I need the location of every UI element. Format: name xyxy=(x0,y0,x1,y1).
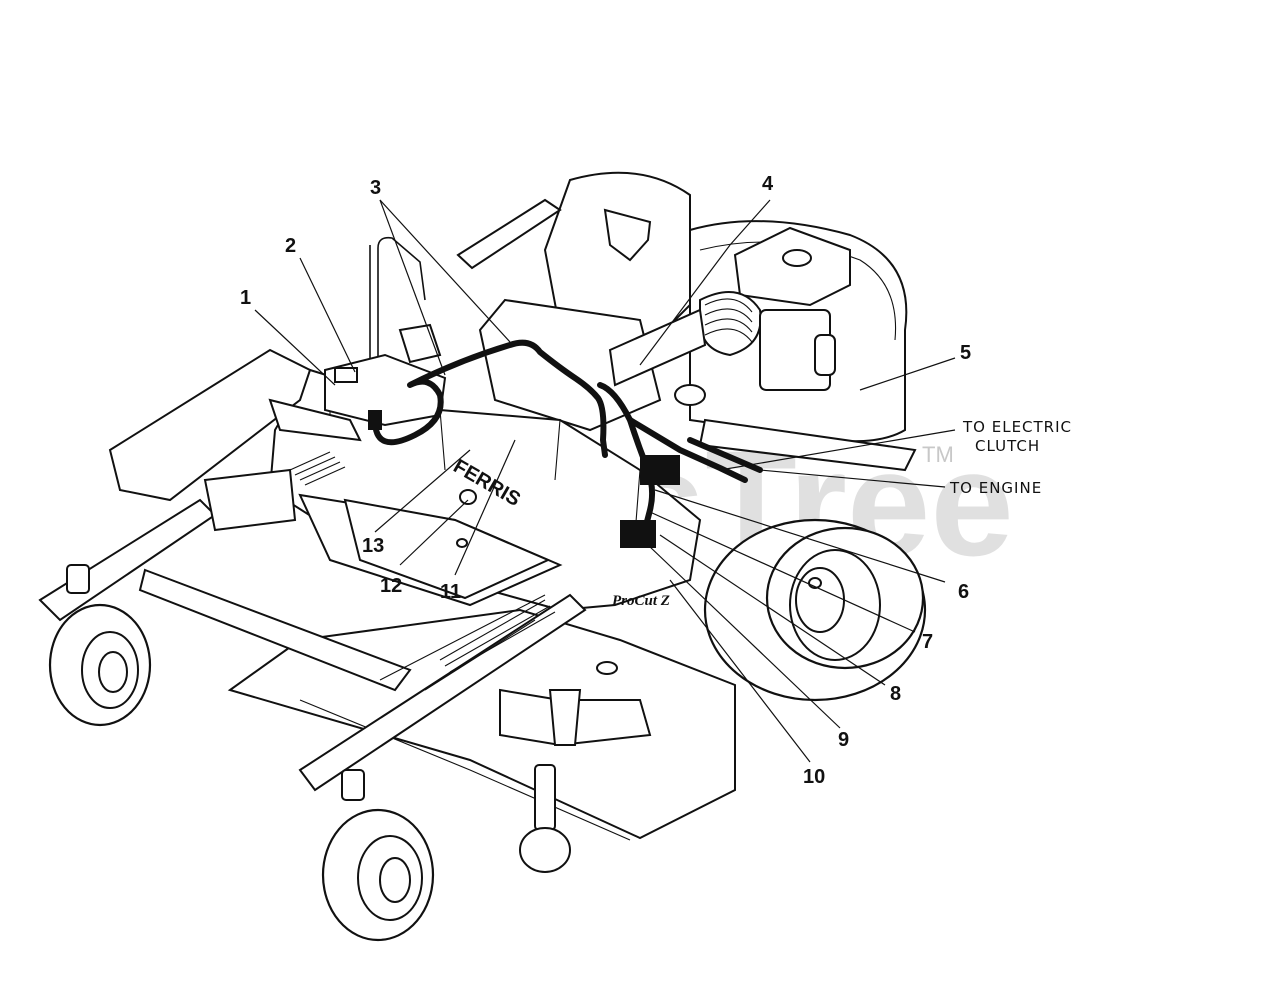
callout-6: 6 xyxy=(958,581,969,603)
callout-5: 5 xyxy=(960,342,971,364)
armrest-left xyxy=(456,198,562,270)
callout-8: 8 xyxy=(890,683,901,705)
armrest-right xyxy=(608,308,707,387)
model-label: ProCut Z xyxy=(612,593,670,609)
callout-11: 11 xyxy=(440,581,461,603)
spring-right xyxy=(439,599,556,673)
caster-left xyxy=(48,564,152,727)
callout-12: 12 xyxy=(380,575,402,597)
note-engine: TO ENGINE xyxy=(949,479,1042,497)
right-front-arm xyxy=(298,593,587,792)
notes: TO ELECTRIC CLUTCH TO ENGINE xyxy=(949,418,1072,497)
left-hinge-bracket xyxy=(203,468,297,532)
front-crossbar xyxy=(138,568,412,692)
callouts: 1 2 3 4 5 6 7 8 9 10 11 12 13 xyxy=(240,173,971,788)
seat-switch-connector xyxy=(620,520,656,548)
rear-tire-right xyxy=(703,518,927,702)
note-electric-clutch-line2: CLUTCH xyxy=(975,437,1040,455)
callout-10: 10 xyxy=(803,766,825,788)
gauge-wheel xyxy=(519,764,571,873)
caster-right xyxy=(321,769,435,942)
callout-4: 4 xyxy=(762,173,774,195)
callout-3: 3 xyxy=(370,177,381,199)
leader-lines xyxy=(254,199,956,763)
left-deck-extension xyxy=(108,348,312,502)
relay-block xyxy=(640,455,680,485)
seat xyxy=(456,171,707,432)
ignition-switch xyxy=(459,489,477,505)
note-electric-clutch-line1: TO ELECTRIC xyxy=(962,418,1072,436)
control-console xyxy=(324,353,447,427)
mower-illustration: FERRIS ProCut Z xyxy=(38,171,927,942)
switch-connector xyxy=(368,410,382,430)
callout-7: 7 xyxy=(922,631,933,653)
engine-shroud xyxy=(698,418,917,472)
callout-1: 1 xyxy=(240,287,251,309)
callout-9: 9 xyxy=(838,729,849,751)
watermark-tm: TM xyxy=(922,442,954,467)
callout-13: 13 xyxy=(362,535,384,557)
spring-left xyxy=(289,451,346,486)
callout-2: 2 xyxy=(285,235,296,257)
